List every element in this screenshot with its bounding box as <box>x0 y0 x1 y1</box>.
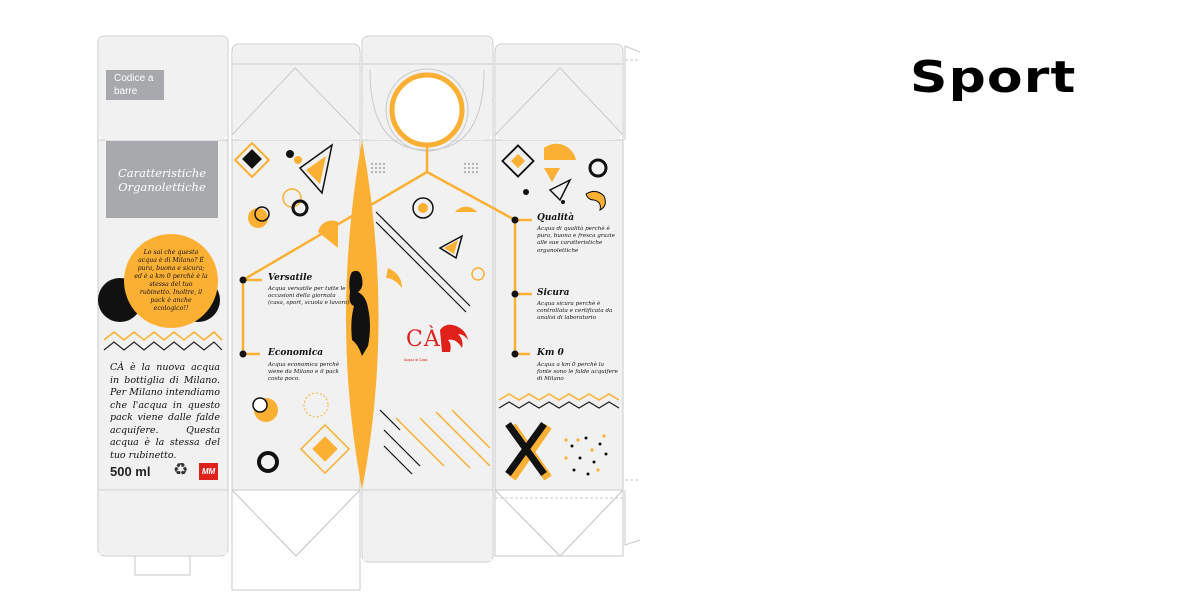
bubble-text: Lo sai che questa acqua è di Milano? È p… <box>134 249 208 312</box>
volume-label: 500 ml <box>110 464 151 479</box>
front-decorations <box>371 163 491 475</box>
characteristics-heading: Caratteristiche Organolettiche <box>106 141 218 218</box>
bottom-flap-1 <box>97 490 229 557</box>
x-mark-icon <box>505 421 552 481</box>
feature-text-versatile: Acqua versatile per tutte le occasioni d… <box>268 286 350 307</box>
panel-mid <box>231 139 361 491</box>
carton-dieline <box>97 35 640 591</box>
brand-wave-icon <box>440 324 468 352</box>
info-bubble: Lo sai che questa acqua è di Milano? È p… <box>124 234 218 328</box>
front-circle <box>389 72 465 148</box>
barcode-placeholder: Codice a barre <box>106 70 164 100</box>
feature-title-km0: Km 0 <box>537 348 564 358</box>
bottom-flap-3 <box>361 490 494 563</box>
feature-title-qualita: Qualità <box>537 213 575 223</box>
retailer-logo: MM <box>199 463 218 480</box>
top-flap-4 <box>494 43 624 140</box>
right-decorations <box>498 143 620 481</box>
mid-decorations <box>233 141 351 475</box>
recycle-icon: ♻ <box>173 460 189 480</box>
feature-title-versatile: Versatile <box>268 273 313 283</box>
top-flap-3 <box>361 35 494 140</box>
side-glue-flap <box>624 45 640 140</box>
top-flap-2 <box>231 43 361 140</box>
panel-front <box>361 139 494 491</box>
feature-text-km0: Acqua a km 0 perchè la fonte sono le fal… <box>537 362 618 383</box>
bottom-flap-4 <box>494 489 624 557</box>
feature-text-qualita: Acqua di qualità perchè è pura, buona e … <box>537 226 615 254</box>
feature-title-sicura: Sicura <box>537 288 570 298</box>
feature-text-sicura: Acqua sicura perchè è controllata e cert… <box>537 301 613 322</box>
page-title: Sport <box>910 52 1077 103</box>
feature-title-economica: Economica <box>268 348 324 358</box>
top-flap-1 <box>97 35 229 140</box>
brand-logo-text: CÀ <box>406 327 441 352</box>
bottom-flap-2 <box>231 489 361 591</box>
runner-silhouette <box>349 270 370 356</box>
zigzag-left <box>103 330 223 342</box>
product-description: CÀ è la nuova acqua in bottiglia di Mila… <box>110 362 220 461</box>
feature-text-economica: Acqua economica perchè viene da Milano e… <box>268 362 340 383</box>
brand-tagline: Acqua di Casa <box>404 358 428 362</box>
